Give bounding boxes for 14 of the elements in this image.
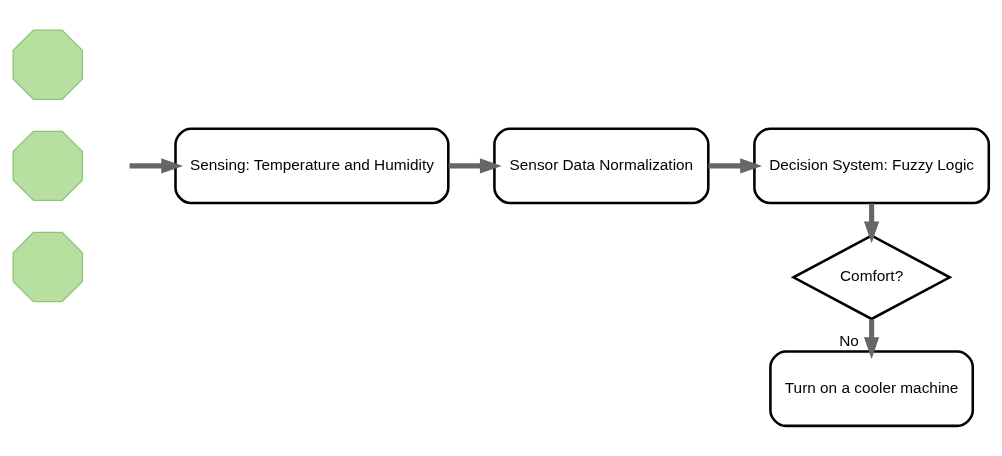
node-octagon xyxy=(12,231,83,303)
edge-label: No xyxy=(839,332,859,350)
arrow xyxy=(708,158,763,174)
node-box: Turn on a cooler machine xyxy=(769,350,975,428)
arrow xyxy=(448,158,502,174)
node-box: Decision System: Fuzzy Logic xyxy=(753,127,991,205)
node-octagon xyxy=(12,29,83,100)
node-octagon xyxy=(12,130,83,202)
node-box: Sensing: Temperature and Humidity xyxy=(174,127,450,205)
node-box: Sensor Data Normalization xyxy=(493,127,710,205)
arrow xyxy=(863,203,880,244)
arrow xyxy=(129,158,184,174)
node-diamond: Comfort? xyxy=(790,234,953,321)
arrow xyxy=(863,319,880,360)
